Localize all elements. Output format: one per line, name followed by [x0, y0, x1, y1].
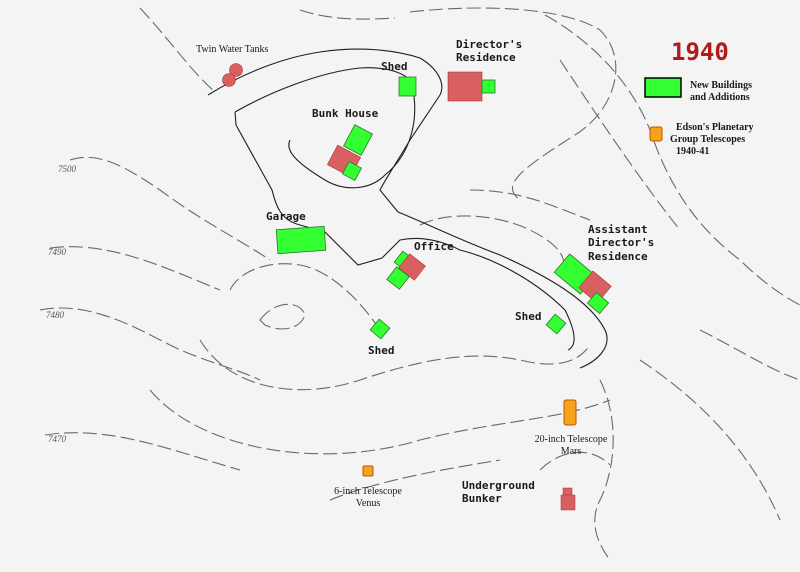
water-tank — [222, 73, 236, 87]
contour-line — [539, 451, 611, 471]
contour-line — [199, 339, 591, 391]
contour-line — [39, 307, 261, 381]
bunker-body — [560, 494, 576, 511]
label-shed-north: Shed — [381, 60, 408, 73]
label-director-line1: Director's — [456, 38, 522, 51]
road-edge — [379, 94, 608, 369]
water-tank — [229, 63, 243, 77]
contour-line — [544, 14, 800, 306]
contour-line — [594, 379, 614, 561]
contour-line — [44, 432, 241, 471]
contour-line — [49, 246, 221, 291]
contour-line — [259, 303, 306, 330]
road-edge — [207, 48, 443, 96]
contour-line — [419, 215, 565, 276]
label-bunker-line1: Underground — [462, 479, 535, 492]
legend-telescopes-line3: 1940-41 — [676, 146, 709, 157]
legend-telescopes-line2: Group Telescopes — [670, 134, 745, 145]
contour-line — [409, 7, 617, 201]
contour-lines — [39, 7, 800, 561]
label-garage: Garage — [266, 210, 306, 223]
contour-line — [149, 389, 611, 455]
contour-line — [639, 359, 781, 521]
label-water-tanks: Twin Water Tanks — [196, 44, 269, 55]
label-asst-director-line3: Residence — [588, 250, 648, 263]
director-residence-addition — [481, 79, 496, 94]
label-bunk-house: Bunk House — [312, 107, 379, 120]
contour-line — [469, 189, 591, 221]
road-edge — [234, 67, 416, 189]
map-year: 1940 — [671, 38, 729, 66]
underground-bunker — [560, 487, 576, 511]
shed-east — [545, 313, 567, 335]
director-residence — [447, 71, 483, 102]
office-addition — [386, 266, 410, 290]
bunk-house-addition — [341, 160, 363, 182]
label-asst-director-line1: Assistant — [588, 223, 648, 236]
garage-building — [275, 225, 327, 255]
label-telescope-20-line1: 20-inch Telescope — [535, 434, 608, 445]
contour-label: 7500 — [58, 164, 77, 174]
label-bunker-line2: Bunker — [462, 492, 502, 505]
contour-line — [299, 9, 396, 20]
road-edge — [234, 111, 575, 351]
legend: New Buildings and Additions Edson's Plan… — [644, 77, 754, 157]
label-shed-south: Shed — [368, 344, 395, 357]
contour-line — [559, 59, 681, 231]
roads — [207, 48, 608, 369]
assistant-director-addition — [586, 291, 610, 315]
bunk-house-addition — [342, 124, 374, 156]
legend-swatch-telescopes — [649, 126, 663, 142]
label-telescope-6-line1: 6-inch Telescope — [334, 486, 402, 497]
office — [386, 250, 426, 290]
assistant-director-building — [578, 270, 612, 304]
label-asst-director-line2: Director's — [588, 236, 654, 249]
legend-telescopes-line1: Edson's Planetary — [676, 122, 754, 133]
contour-label: 7490 — [48, 247, 67, 257]
legend-new-buildings-line1: New Buildings — [690, 80, 752, 91]
telescope-20-inch — [563, 399, 577, 426]
contour-line — [69, 156, 271, 261]
label-telescope-6-line2: Venus — [356, 498, 381, 509]
contour-line — [139, 7, 216, 93]
label-office: Office — [414, 240, 454, 253]
legend-swatch-new-buildings — [644, 77, 682, 98]
contour-label: 7470 — [48, 434, 67, 444]
shed-north — [398, 76, 417, 97]
contour-line — [229, 263, 381, 331]
label-telescope-20-line2: Mars — [561, 446, 582, 457]
contour-line — [329, 459, 501, 501]
shed-south — [369, 318, 391, 340]
bunk-house — [326, 124, 374, 182]
contour-label: 7480 — [46, 310, 65, 320]
telescope-6-inch — [362, 465, 374, 477]
legend-new-buildings-line2: and Additions — [690, 92, 750, 103]
label-shed-east: Shed — [515, 310, 542, 323]
label-director-line2: Residence — [456, 51, 516, 64]
assistant-director-residence — [553, 253, 612, 315]
contour-line — [699, 329, 800, 381]
